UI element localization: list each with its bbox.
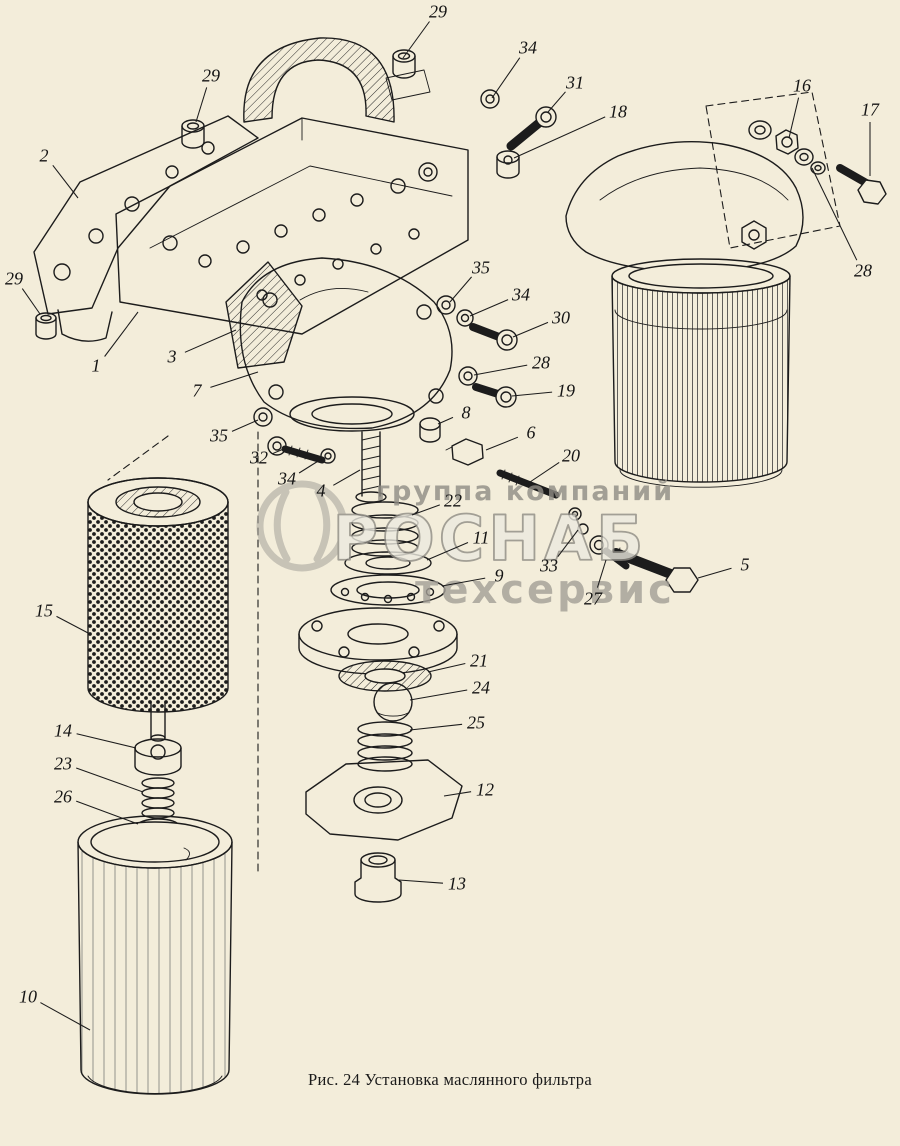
- callout-32: 32: [250, 447, 268, 468]
- callout-34: 34: [278, 468, 296, 489]
- callout-34: 34: [512, 284, 530, 305]
- callout-9: 9: [494, 565, 504, 586]
- callout-33: 33: [540, 555, 558, 576]
- callout-28: 28: [854, 260, 872, 281]
- hardware-top: [35, 49, 557, 340]
- valve-stack: [298, 431, 463, 903]
- callout-29: 29: [429, 1, 447, 22]
- callout-2: 2: [39, 145, 49, 166]
- callout-13: 13: [448, 873, 466, 894]
- callout-15: 15: [35, 600, 53, 621]
- callout-30: 30: [552, 307, 570, 328]
- callout-20: 20: [562, 445, 580, 466]
- callout-19: 19: [557, 380, 575, 401]
- callout-8: 8: [461, 402, 471, 423]
- callout-26: 26: [54, 786, 72, 807]
- filter-element-and-bowl: [77, 477, 233, 1095]
- callout-12: 12: [476, 779, 494, 800]
- callout-4: 4: [316, 480, 326, 501]
- callout-17: 17: [861, 99, 879, 120]
- callout-29: 29: [202, 65, 220, 86]
- watermark-line1: группа компаний: [376, 476, 674, 507]
- callout-22: 22: [444, 490, 462, 511]
- watermark-line2: РОСНАБ: [333, 502, 648, 575]
- assembled-filter: [565, 91, 887, 488]
- callout-23: 23: [54, 753, 72, 774]
- callout-27: 27: [584, 588, 602, 609]
- callout-24: 24: [472, 677, 490, 698]
- callout-5: 5: [740, 554, 750, 575]
- mounting-bracket-assembly: [33, 37, 469, 369]
- callout-25: 25: [467, 712, 485, 733]
- watermark: группа компаний РОСНАБ техсервис: [256, 476, 675, 613]
- callout-3: 3: [167, 346, 177, 367]
- axis-lines: [107, 431, 259, 873]
- callout-35: 35: [210, 425, 228, 446]
- figure-caption: Рис. 24 Установка маслянного фильтра: [308, 1070, 592, 1089]
- callout-35: 35: [472, 257, 490, 278]
- callout-31: 31: [566, 72, 584, 93]
- watermark-emblem: [256, 480, 348, 572]
- callout-28: 28: [532, 352, 550, 373]
- callout-16: 16: [793, 75, 811, 96]
- watermark-line3: техсервис: [415, 567, 675, 613]
- callout-18: 18: [609, 101, 627, 122]
- filter-head: [239, 257, 453, 443]
- callout-34: 34: [519, 37, 537, 58]
- callout-14: 14: [54, 720, 72, 741]
- callout-10: 10: [19, 986, 37, 1007]
- callout-29: 29: [5, 268, 23, 289]
- callout-21: 21: [470, 650, 488, 671]
- callout-1: 1: [91, 355, 101, 376]
- callout-7: 7: [192, 380, 202, 401]
- callout-11: 11: [472, 527, 490, 548]
- callout-6: 6: [526, 422, 536, 443]
- hardware-middle: [253, 295, 699, 593]
